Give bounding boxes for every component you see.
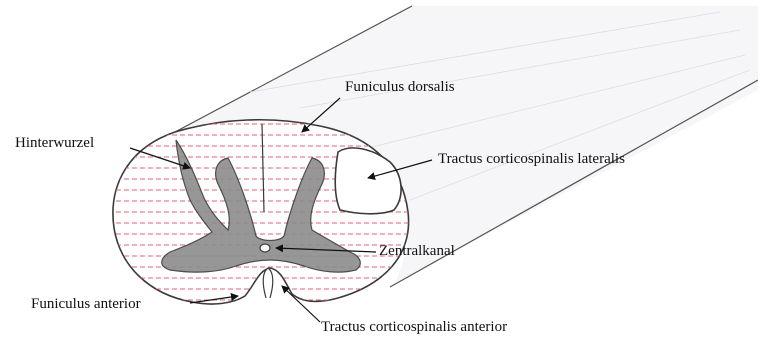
- anterior-median-fissure: [263, 268, 273, 298]
- central-canal: [260, 244, 270, 252]
- label-zentralkanal: Zentralkanal: [379, 244, 455, 259]
- label-funiculus-dorsalis: Funiculus dorsalis: [345, 80, 455, 95]
- label-funiculus-anterior: Funiculus anterior: [31, 297, 141, 312]
- label-tract-cs-lateralis: Tractus corticospinalis lateralis: [438, 152, 625, 167]
- label-hinterwurzel: Hinterwurzel: [15, 136, 94, 151]
- label-tract-cs-anterior: Tractus corticospinalis anterior: [321, 320, 507, 335]
